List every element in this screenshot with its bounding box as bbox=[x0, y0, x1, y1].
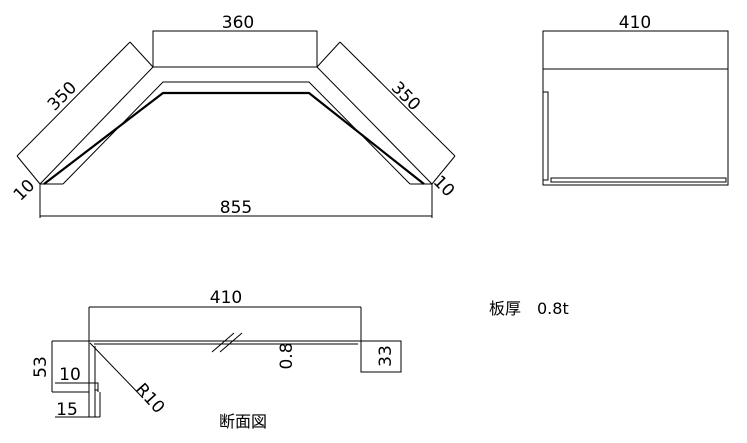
side-view-outer bbox=[542, 30, 729, 186]
dim-right-end-10: 10 bbox=[429, 172, 458, 201]
side-left-flange bbox=[542, 91, 549, 181]
right-dim-box bbox=[361, 340, 402, 373]
plan-view: 360 350 350 10 10 855 bbox=[10, 13, 458, 218]
bottom-dim-line bbox=[39, 190, 433, 218]
left-corner bbox=[39, 183, 63, 190]
left-diag-dim-line bbox=[16, 41, 154, 185]
dim-top-360: 360 bbox=[222, 13, 254, 33]
section-flange bbox=[89, 382, 99, 392]
inner-outline bbox=[43, 91, 425, 185]
side-bottom-lip bbox=[550, 177, 727, 183]
left-dim-lines bbox=[51, 340, 101, 418]
dim-bottom-855: 855 bbox=[220, 198, 252, 218]
dim-53: 53 bbox=[31, 356, 51, 378]
section-left-wall bbox=[88, 341, 96, 417]
dim-left-350: 350 bbox=[44, 78, 81, 115]
dim-10: 10 bbox=[59, 365, 81, 385]
section-view: 410 53 10 15 R10 0.8 33 断面図 bbox=[31, 288, 402, 431]
side-view: 410 bbox=[542, 13, 729, 186]
dim-r10: R10 bbox=[131, 380, 168, 418]
dim-thickness: 0.8 bbox=[277, 342, 297, 369]
plate-thickness-note: 板厚 0.8t bbox=[489, 299, 569, 318]
section-plate bbox=[89, 340, 384, 373]
dim-right-350: 350 bbox=[387, 78, 424, 115]
section-top-dim bbox=[88, 306, 362, 343]
top-dimension-box bbox=[152, 30, 318, 67]
right-diag-dim-line bbox=[316, 41, 456, 185]
radius-leader bbox=[89, 342, 144, 399]
dim-33: 33 bbox=[376, 345, 396, 367]
right-corner bbox=[410, 183, 433, 190]
outer-outline bbox=[39, 66, 433, 185]
dim-15: 15 bbox=[56, 400, 78, 420]
dim-left-end-10: 10 bbox=[10, 176, 39, 205]
dim-side-410: 410 bbox=[619, 13, 651, 33]
break-mark bbox=[211, 332, 243, 353]
section-caption: 断面図 bbox=[219, 412, 267, 431]
dim-section-410: 410 bbox=[210, 288, 242, 308]
